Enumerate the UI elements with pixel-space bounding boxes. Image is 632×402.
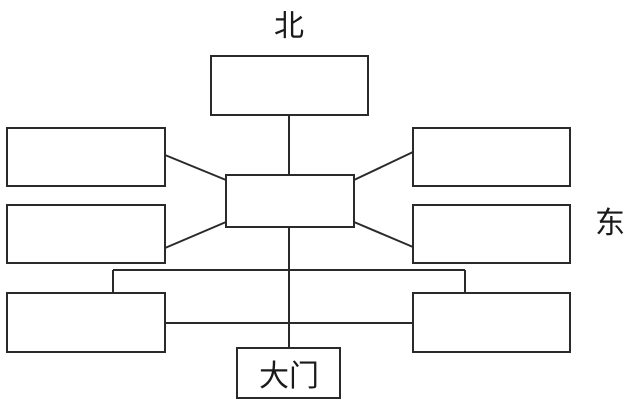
right-middle-box (412, 204, 571, 264)
connector-center-upper-right (353, 151, 414, 181)
north-label: 北 (274, 9, 304, 44)
right-lower-box (412, 292, 571, 353)
left-lower-box (6, 292, 166, 353)
gate-box (236, 347, 341, 399)
gate-label: 大门 (259, 359, 319, 394)
connector-center-lower-right (353, 221, 414, 248)
connector-center-upper-left (164, 154, 227, 181)
left-middle-box (6, 204, 166, 264)
top-box (210, 55, 369, 116)
east-label: 东 (595, 206, 625, 241)
center-box (225, 174, 355, 228)
connector-center-lower-left (164, 221, 227, 249)
left-upper-box (6, 127, 166, 187)
right-upper-box (412, 127, 571, 187)
